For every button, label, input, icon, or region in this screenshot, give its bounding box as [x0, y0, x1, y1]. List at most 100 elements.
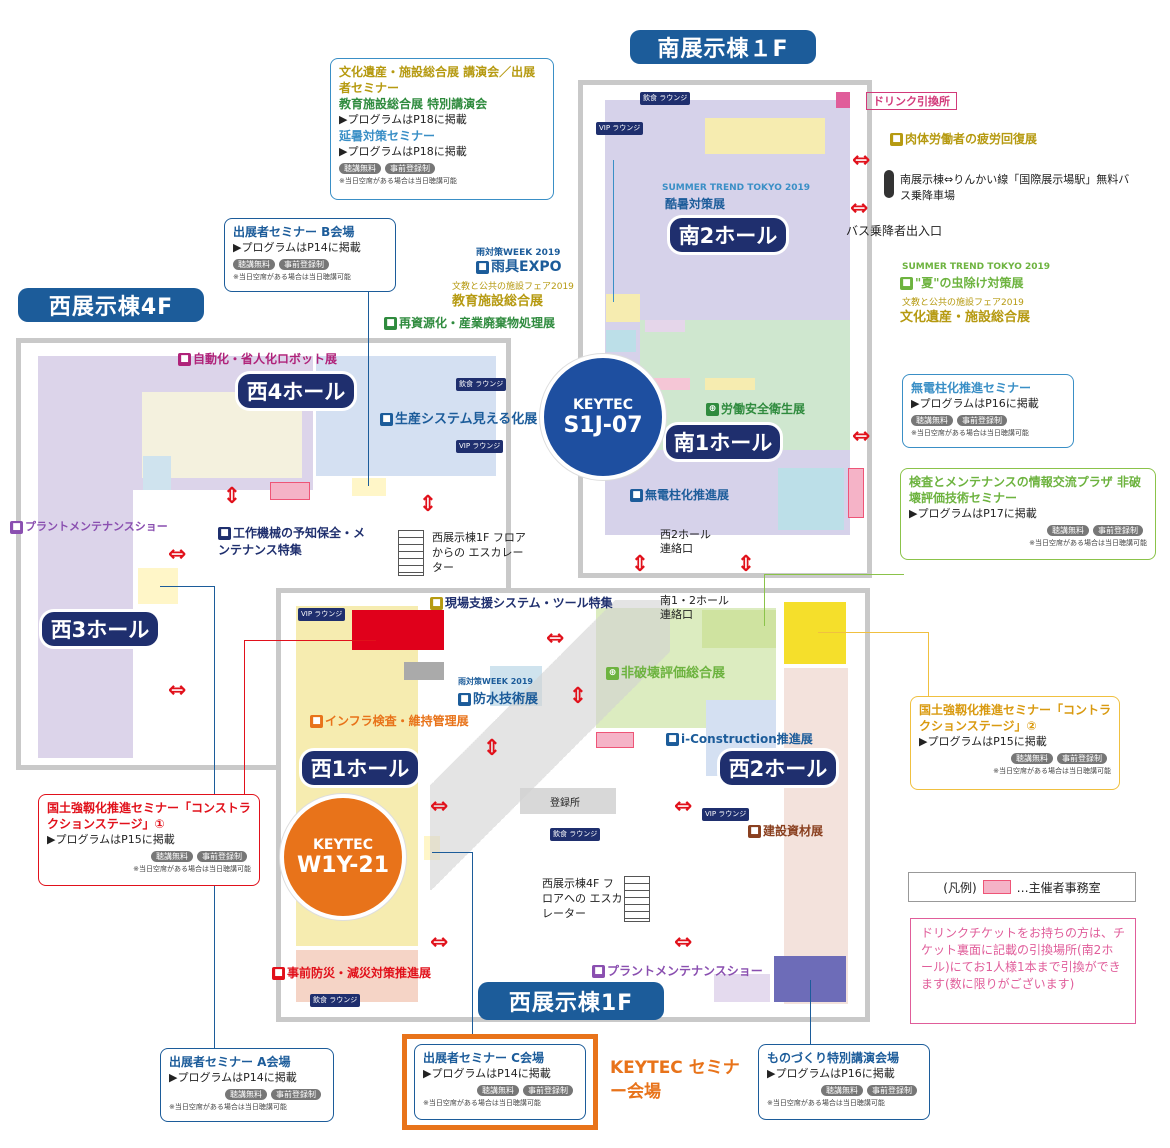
disaster-label: ■事前防災・減災対策推進展: [272, 964, 431, 981]
food-lounge-west1-bottom: 飲食 ラウンジ: [310, 994, 361, 1007]
icon-text: i-Construction推進展: [681, 732, 813, 746]
bug-text: "夏"の虫除け対策展: [915, 276, 1024, 290]
legend-label: (凡例): [943, 880, 977, 895]
booth-w1y21[interactable]: KEYTEC W1Y-21: [280, 794, 406, 920]
heat-label: 酷暑対策展: [665, 197, 726, 211]
west3-hall-area: [38, 356, 133, 758]
arrow-w1-4: ⇔: [430, 794, 449, 819]
line-culture: [613, 160, 614, 302]
booth-w1y21-code: W1Y-21: [296, 852, 390, 878]
summer-trend-heat: SUMMER TREND TOKYO 2019: [662, 183, 811, 193]
legend: (凡例) …主催者事務室: [908, 872, 1136, 902]
rain-expo-text: 雨具EXPO: [491, 259, 562, 275]
fatigue-area: [705, 118, 825, 154]
tag-reg-6: 事前登録制: [197, 851, 247, 862]
line-ndt-h: [764, 574, 904, 575]
seminar-stage1-program: ▶プログラムはP15に掲載: [47, 833, 175, 846]
tag-free-1: 聴講無料: [339, 163, 381, 174]
labor-text: 労働安全衛生展: [721, 402, 806, 416]
tag-reg-1: 事前登録制: [385, 163, 435, 174]
seminar-c-box: 出展者セミナー C会場 ▶プログラムはP14に掲載 聴講無料事前登録制 ※当日空…: [414, 1044, 586, 1120]
seminar-ndt-title: 検査とメンテナンスの情報交流プラザ 非破壊評価技術セミナー: [909, 475, 1141, 505]
seminar-stage2-title: 国土強靱化推進セミナー「コントラクションステージ」②: [919, 703, 1112, 733]
plant-label-west3: ■プラントメンテナンスショー: [10, 518, 168, 534]
disaster-text: 事前防災・減災対策推進展: [287, 966, 432, 980]
seminar-ndt-box: 検査とメンテナンスの情報交流プラザ 非破壊評価技術セミナー ▶プログラムはP17…: [900, 468, 1156, 560]
note-7: ※当日空席がある場合は当日聴講可能: [169, 1103, 287, 1111]
south1f-title: 南展示棟１F: [630, 30, 816, 64]
line-c: [432, 852, 472, 853]
arrow-w1-1: ⇔: [546, 626, 565, 651]
drink-notice: ドリンクチケットをお持ちの方は、チケット裏面に記載の引換場所(南2ホール)にてお…: [910, 918, 1136, 1024]
arrow-w4-4: ⇔: [168, 678, 187, 703]
culture-label: 文化遺産・施設総合展: [900, 310, 1031, 325]
legend-swatch: [982, 880, 1011, 894]
office-west4: [270, 482, 310, 500]
note-6: ※当日空席がある場合は当日聴講可能: [133, 865, 251, 873]
west2-passage-label: 西2ホール 連絡口: [660, 528, 711, 555]
south1-hall-label: 南1ホール: [666, 425, 780, 459]
office-south: [848, 468, 864, 518]
plant-text-west1: プラントメンテナンスショー: [607, 964, 763, 978]
line-stage1-v: [244, 640, 245, 794]
tag-reg-7: 事前登録制: [271, 1089, 321, 1100]
vip-lounge-west2: VIP ラウンジ: [702, 808, 750, 821]
west12-passage-label: 南1・2ホール 連絡口: [660, 594, 729, 621]
arrow-s-w-2: ⇔: [733, 553, 759, 573]
seminar-c-frame: [402, 1034, 598, 1130]
south2-hall-label: 南2ホール: [670, 218, 786, 252]
seminar-ndt-program: ▶プログラムはP17に掲載: [909, 507, 1037, 520]
tag-free-8: 聴講無料: [477, 1085, 519, 1096]
food-lounge-west1-center: 飲食 ラウンジ: [550, 828, 601, 841]
arrow-bus-exit: ⇔: [850, 196, 869, 221]
plant-text-west3: プラントメンテナンスショー: [25, 520, 168, 533]
production-text: 生産システム見える化展: [395, 412, 538, 427]
line-stage2-v: [928, 632, 929, 696]
seminar-stage1-title: 国土強靱化推進セミナー「コンストラクションステージ」①: [47, 801, 251, 831]
tag-free-5: 聴講無料: [1011, 753, 1053, 764]
bus-icon: [884, 170, 894, 198]
seminar-stage1-box: 国土強靱化推進セミナー「コンストラクションステージ」① ▶プログラムはP15に掲…: [38, 794, 260, 886]
seminar-pole-title: 無電柱化推進セミナー: [911, 381, 1032, 395]
ndt-text: 非破壊評価総合展: [621, 666, 726, 681]
arrow-w1-2: ⇔: [565, 685, 591, 705]
arrow-w1-7: ⇔: [674, 930, 693, 955]
note-5: ※当日空席がある場合は当日聴講可能: [993, 767, 1111, 775]
drink-label: ドリンク引換所: [866, 92, 957, 110]
note-2: ※当日空席がある場合は当日聴講可能: [233, 273, 351, 281]
escalator-icon-lower: [624, 876, 650, 922]
edu-fair-right: 文教と公共の施設フェア2019: [902, 298, 1024, 308]
west2-hall-area: [784, 668, 848, 1004]
seminar-culture-program2: ▶プログラムはP18に掲載: [339, 145, 467, 158]
tag-reg-4: 事前登録制: [1093, 525, 1143, 536]
booth-s1j07[interactable]: KEYTEC S1J-07: [540, 354, 666, 480]
seminar-mono-title: ものづくり特別講演会場: [767, 1051, 900, 1065]
rain-week-label: 雨対策WEEK 2019: [476, 248, 561, 258]
site-label: ■現場支援システム・ツール特集: [430, 594, 613, 611]
arrow-w4-1: ⇔: [219, 485, 245, 505]
line-ndt: [764, 574, 765, 626]
food-lounge-west4: 飲食 ラウンジ: [456, 378, 507, 391]
west1f-title: 西展示棟1F: [478, 982, 664, 1020]
waterproof-text: 防水技術展: [473, 692, 539, 707]
rain-week-w1: 雨対策WEEK 2019: [458, 677, 534, 686]
seminar-a-box: 出展者セミナー A会場 ▶プログラムはP14に掲載 聴講無料事前登録制 ※当日空…: [160, 1048, 334, 1122]
west4-hall-label: 西4ホール: [238, 374, 354, 408]
line-stage2: [818, 632, 928, 633]
site-text: 現場支援システム・ツール特集: [445, 596, 613, 610]
seminar-culture-program: ▶プログラムはP18に掲載: [339, 113, 467, 126]
culture-area: [705, 378, 755, 390]
note-9: ※当日空席がある場合は当日聴講可能: [767, 1099, 885, 1107]
ndt-label: ⊕非破壊評価総合展: [606, 662, 725, 681]
tag-free-7: 聴講無料: [225, 1089, 267, 1100]
seminar-pole-program: ▶プログラムはP16に掲載: [911, 397, 1039, 410]
material-label: ■建設資材展: [748, 822, 823, 839]
tag-free-4: 聴講無料: [1047, 525, 1089, 536]
line-stage1: [244, 640, 376, 641]
icon-label: ■i-Construction推進展: [666, 730, 813, 747]
plant-label-west1: ■プラントメンテナンスショー: [592, 962, 763, 979]
edu-fair-left: 文教と公共の施設フェア2019: [452, 282, 574, 292]
drink-icon: [836, 92, 850, 108]
esc-west4-label: 西展示棟1F フロアからの エスカレーター: [432, 531, 526, 574]
seminar-culture-sub2: 延暑対策セミナー: [339, 129, 436, 143]
